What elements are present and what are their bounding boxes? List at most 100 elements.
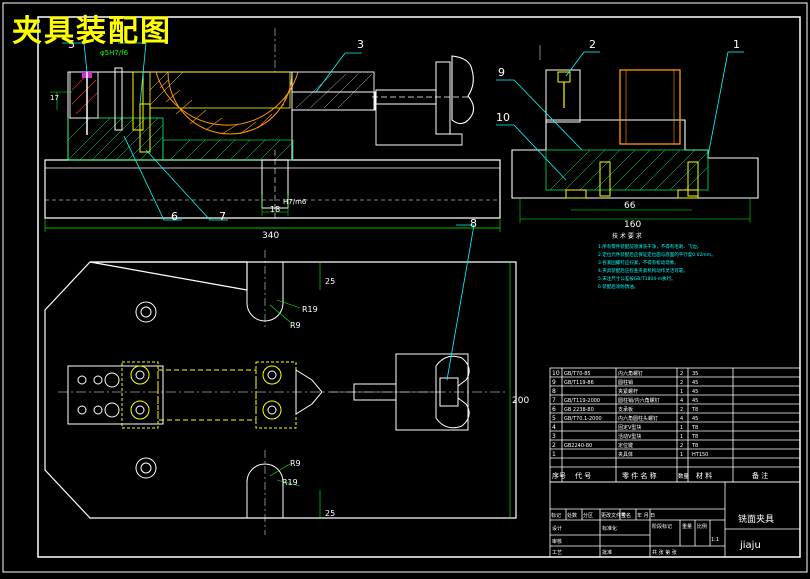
- callout-leaders: [62, 42, 744, 381]
- bom-row-7-no: 7: [552, 397, 556, 404]
- tb-count: 处数: [567, 512, 577, 519]
- callout-10: 10: [496, 111, 510, 124]
- tb-process: 工艺: [552, 550, 562, 556]
- bom-row-3-name: 活动V型块: [618, 433, 641, 440]
- drawing-code: jiaju: [739, 540, 761, 551]
- callout-labels: 5 3 2 1 9 10 6 7 8: [68, 38, 740, 230]
- bom-rows: 10 GB/T70-85 内六角螺钉 2 35 9 GB/T119-86 圆柱销 2 45 8 夹紧螺…: [552, 370, 708, 458]
- drawing-title: 夹具装配图: [12, 14, 172, 49]
- bom-row-10-name: 内六角螺钉: [618, 370, 643, 377]
- bom-row-4-name: 固定V型块: [618, 424, 641, 431]
- bom-row-5-name: 内六角圆柱头螺钉: [618, 415, 658, 422]
- callout-7: 7: [219, 210, 226, 223]
- dim-18: 18: [270, 205, 280, 214]
- callout-5: 5: [68, 38, 75, 51]
- bom-row-1-material: HT150: [692, 452, 708, 458]
- tb-scale: 比例: [697, 523, 707, 530]
- bom-row-9-qty: 2: [680, 380, 683, 386]
- callout-6: 6: [171, 210, 178, 223]
- bom-row-8-material: 45: [692, 389, 698, 395]
- bom-header-name: 零 件 名 称: [622, 471, 657, 480]
- bom-row-1-no: 1: [552, 451, 556, 458]
- bom-row-3-no: 3: [552, 433, 556, 440]
- bom-table: [549, 367, 801, 483]
- tech-req-line-6: 6.装配后涂防锈油。: [598, 283, 638, 290]
- callout-3: 3: [357, 38, 364, 51]
- callout-1: 1: [733, 38, 740, 51]
- bom-row-8-name: 夹紧螺杆: [618, 388, 638, 395]
- tech-req-line-1: 1.所有零件装配前须清洗干净，不得有毛刺、飞边。: [598, 243, 701, 250]
- dim-25-top: 25: [325, 277, 335, 286]
- bom-row-9-code: GB/T119-86: [564, 380, 594, 386]
- drawing-name: 铣面夹具: [738, 513, 774, 525]
- bom-row-5-code: GB/T70.1-2000: [564, 416, 602, 422]
- bom-row-6-no: 6: [552, 406, 556, 413]
- bom-row-10-qty: 2: [680, 371, 683, 377]
- bom-row-5-qty: 4: [680, 416, 683, 422]
- callout-9: 9: [498, 66, 505, 79]
- bom-header-no: 序号: [552, 471, 566, 480]
- bom-row-2-material: T8: [691, 443, 698, 449]
- bom-row-10-material: 35: [692, 371, 698, 377]
- tb-change: 更改文件号: [601, 512, 626, 519]
- dim-r19-top: R19: [302, 305, 318, 314]
- bom-row-7-name: 圆柱销/内六角螺钉: [618, 397, 660, 404]
- dimension-labels: φ5H7/f6 17 18 H7/m6 340 66 160 25 R19 R9…: [50, 49, 641, 518]
- bom-row-2-name: 定位键: [618, 442, 633, 449]
- front-view: [44, 28, 501, 232]
- dim-340: 340: [262, 231, 279, 241]
- bom-row-9-no: 9: [552, 379, 556, 386]
- bom-row-2-code: GB2240-80: [564, 443, 592, 449]
- tb-stage: 阶段标记: [652, 523, 672, 530]
- dim-fit-phi: φ5H7/f6: [100, 49, 129, 57]
- tb-sign: 签名: [621, 512, 631, 519]
- dim-r9-top: R9: [290, 321, 301, 330]
- bom-row-7-qty: 4: [680, 398, 683, 404]
- dim-17: 17: [50, 94, 59, 102]
- bom-row-7-code: GB/T119-2000: [564, 398, 600, 404]
- title-block-text: 标记 处数 分区 更改文件号 签名 年 月 日 设计 标准化 阶段标记 重量 比…: [551, 512, 719, 556]
- bom-row-4-material: T8: [691, 425, 698, 431]
- dim-160: 160: [624, 220, 641, 230]
- bom-row-7-material: 45: [692, 398, 698, 404]
- dim-66: 66: [624, 201, 636, 211]
- bom-row-6-material: T8: [691, 407, 698, 413]
- bom-row-10-no: 10: [552, 370, 560, 377]
- top-view: [44, 250, 517, 535]
- tb-date: 年 月 日: [637, 512, 655, 519]
- bom-row-10-code: GB/T70-85: [564, 371, 591, 377]
- bom-row-8-no: 8: [552, 388, 556, 395]
- dim-r9-bottom: R9: [290, 459, 301, 468]
- tech-req-line-3: 3.各紧固螺钉应拧紧，不得有松动现象。: [598, 259, 679, 266]
- dim-200: 200: [512, 396, 529, 406]
- tech-req-line-2: 2.定位元件装配后应保证定位面与底面的平行度0.02mm。: [598, 251, 716, 258]
- bom-row-3-material: T8: [691, 434, 698, 440]
- bom-row-4-no: 4: [552, 424, 556, 431]
- tb-design: 设计: [552, 525, 562, 532]
- bom-row-2-no: 2: [552, 442, 556, 449]
- bom-row-6-name: 支承板: [618, 406, 633, 413]
- bom-header-material: 材 料: [696, 471, 712, 480]
- dim-25-bottom: 25: [325, 509, 335, 518]
- tb-sheets: 共 张 第 张: [652, 549, 677, 556]
- dim-r19-bottom: R19: [282, 478, 298, 487]
- tb-review: 审核: [552, 538, 562, 545]
- inner-border: [37, 16, 801, 558]
- tb-scale-value: 1:1: [711, 537, 719, 543]
- tb-mark: 标记: [551, 512, 561, 519]
- bom-row-6-code: GB 2238-80: [564, 407, 594, 413]
- bom-header-remark: 备 注: [752, 471, 768, 480]
- bom-row-2-qty: 2: [680, 443, 683, 449]
- bom-row-9-material: 45: [692, 380, 698, 386]
- callout-2: 2: [589, 38, 596, 51]
- bom-header-code: 代 号: [575, 471, 591, 480]
- tech-req-line-4: 4.夹具装配后应检查夹紧机构动作灵活可靠。: [598, 267, 688, 274]
- tb-standard: 标准化: [602, 525, 617, 532]
- bom-row-9-name: 圆柱销: [618, 379, 633, 386]
- bom-row-4-qty: 1: [680, 425, 683, 431]
- dim-h7-m6: H7/m6: [283, 198, 307, 206]
- callout-8: 8: [470, 217, 477, 230]
